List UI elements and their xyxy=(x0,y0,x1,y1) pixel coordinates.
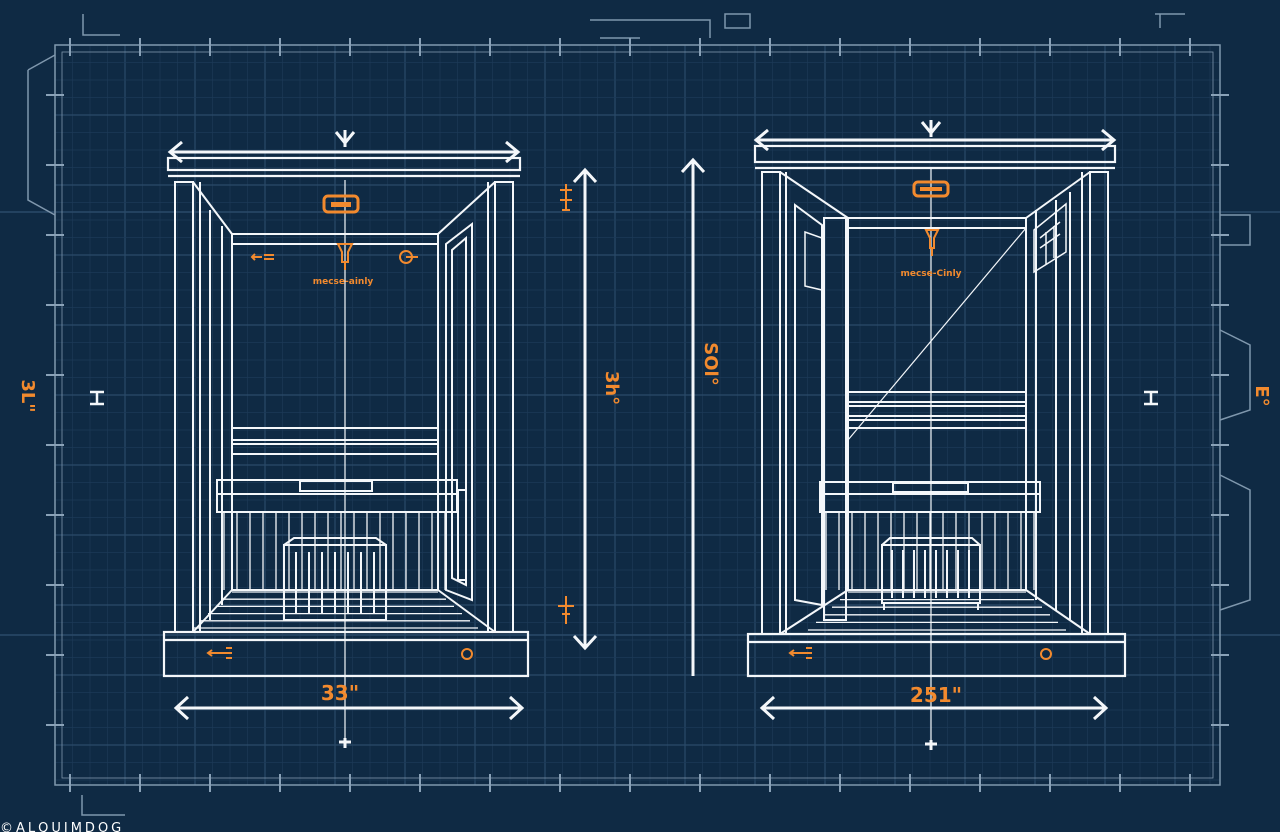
left-accent-icons xyxy=(206,184,574,660)
left-lower-marker xyxy=(558,596,574,624)
right-floor-boards xyxy=(808,591,1066,631)
left-bench xyxy=(216,479,458,513)
right-backrest xyxy=(847,391,1027,429)
right-wall-panel xyxy=(1033,202,1067,274)
left-heater xyxy=(283,537,387,621)
right-height-label: SOl° xyxy=(700,342,721,385)
right-ceiling-note: mecse-Cinly xyxy=(900,269,961,279)
right-side-tick xyxy=(1144,390,1158,406)
left-backrest xyxy=(231,427,439,455)
left-upper-marker xyxy=(560,184,572,211)
right-base-marker xyxy=(788,647,812,659)
right-base-dial-icon xyxy=(1040,648,1052,660)
frame-ticks xyxy=(46,38,1229,792)
left-height-dimension xyxy=(572,167,598,651)
right-bottom-dimension xyxy=(759,695,1109,750)
left-base-dial-icon xyxy=(461,648,473,660)
left-thermometer-icon xyxy=(250,253,274,261)
right-roof xyxy=(753,144,1117,170)
left-height-label: 3h° xyxy=(601,371,622,405)
left-base-marker xyxy=(206,647,232,659)
right-sauna-elevation xyxy=(680,120,1158,750)
left-sauna-elevation xyxy=(90,130,598,748)
left-side-label: 3L" xyxy=(17,379,38,412)
left-floor-boards xyxy=(192,591,478,629)
right-ceiling-light xyxy=(912,180,950,198)
left-roof xyxy=(166,156,522,178)
right-base xyxy=(746,632,1127,678)
outer-frame xyxy=(27,13,1251,816)
left-ceiling-light xyxy=(322,194,360,214)
right-lamp-icon xyxy=(924,229,940,256)
left-side-tick xyxy=(90,390,104,406)
left-walls xyxy=(174,181,514,633)
left-ceiling-note: mecse-ainly xyxy=(313,277,374,287)
left-base xyxy=(162,630,530,678)
left-door xyxy=(445,221,473,602)
right-left-panel xyxy=(794,203,823,607)
right-height-dimension xyxy=(680,157,706,676)
left-bench-skirt xyxy=(223,512,446,590)
left-lamp-icon xyxy=(336,243,354,270)
right-side-label: E° xyxy=(1251,385,1272,406)
left-bottom-dimension xyxy=(173,695,525,748)
watermark: ©ALQUIMDOG xyxy=(0,821,124,832)
right-accent-icons xyxy=(788,229,1052,660)
left-width-label: 33" xyxy=(321,681,359,705)
right-bench-skirt xyxy=(825,512,1035,590)
right-width-label: 251" xyxy=(910,683,962,707)
